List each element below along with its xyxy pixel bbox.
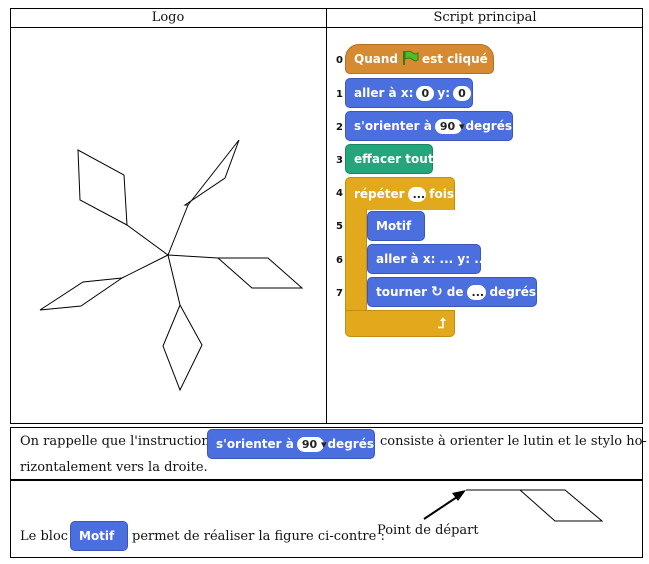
line-number-1: 1 xyxy=(336,89,343,100)
reminder-orient-block: s'orienter à 90 ▾ degrés xyxy=(207,429,375,459)
turn-label: tourner xyxy=(376,285,427,299)
start-arrow xyxy=(424,490,466,519)
rhombus-5 xyxy=(40,278,122,310)
green-flag-icon xyxy=(401,50,419,69)
ray-2 xyxy=(168,205,188,255)
line-number-3: 3 xyxy=(336,155,343,166)
motif-example-label: Motif xyxy=(79,529,114,543)
repeat-label: répéter xyxy=(354,187,405,201)
when-flag-clicked-block[interactable]: Quand est cliqué xyxy=(345,44,494,74)
ray-3 xyxy=(168,255,218,258)
orient-value: 90 xyxy=(440,120,455,133)
motif-label: Motif xyxy=(376,219,411,233)
reminder-block-value-pill: 90 ▾ xyxy=(297,437,325,452)
dropdown-arrow-icon: ▾ xyxy=(317,438,326,451)
point-in-direction-block[interactable]: s'orienter à 90 ▾ degrés xyxy=(345,111,513,141)
hat-label-before: Quand xyxy=(354,52,398,66)
goto-y-input[interactable]: 0 xyxy=(453,86,471,101)
orient-unit: degrés xyxy=(465,119,512,133)
reminder-block-value: 90 xyxy=(302,438,317,451)
orient-value-dropdown[interactable]: 90 ▾ xyxy=(435,119,463,134)
motif-example-block: Motif xyxy=(70,521,128,551)
start-point-label: Point de départ xyxy=(377,523,479,538)
motif-custom-block[interactable]: Motif xyxy=(367,211,425,241)
repeat-block[interactable]: répéter ... fois xyxy=(345,177,455,210)
turn-mid: de xyxy=(447,285,464,299)
ray-4 xyxy=(168,255,180,305)
line-number-4: 4 xyxy=(336,188,343,199)
reminder-line2: rizontalement vers la droite. xyxy=(20,460,208,475)
logo-star-lines xyxy=(40,140,302,390)
line-number-2: 2 xyxy=(336,122,343,133)
rhombus-1 xyxy=(78,150,127,225)
rotate-clockwise-icon: ↻ xyxy=(431,284,443,300)
clear-label: effacer tout xyxy=(354,152,434,166)
goto2-label: aller à x: ... y: ... xyxy=(376,252,488,266)
goto-x-input[interactable]: 0 xyxy=(416,86,434,101)
reminder-block-label: s'orienter à xyxy=(216,437,294,451)
rhombus-4 xyxy=(163,305,202,390)
repeat-arm xyxy=(345,209,367,311)
turn-right-block[interactable]: tourner ↻ de ... degrés xyxy=(367,277,537,307)
line-number-5: 5 xyxy=(336,221,343,232)
goto-y-label: y: xyxy=(437,86,450,100)
ray-5 xyxy=(122,255,168,278)
loop-arrow-icon: ⮥ xyxy=(438,316,446,332)
motif-suffix: permet de réaliser la figure ci-contre : xyxy=(132,529,385,544)
line-number-6: 6 xyxy=(336,255,343,266)
goto-label: aller à x: xyxy=(354,86,413,100)
clear-all-block[interactable]: effacer tout xyxy=(345,144,433,174)
reminder-prefix: On rappelle que l'instruction xyxy=(20,434,210,449)
orient-label: s'orienter à xyxy=(354,119,432,133)
motif-prefix: Le bloc xyxy=(20,529,68,544)
motif-figure xyxy=(466,490,602,521)
goto-xy-block[interactable]: aller à x: 0 y: 0 xyxy=(345,78,473,108)
rhombus-3 xyxy=(218,258,302,288)
line-number-0: 0 xyxy=(336,55,343,66)
repeat-footer: ⮥ xyxy=(345,310,455,337)
repeat-suffix: fois xyxy=(429,187,454,201)
reminder-block-unit: degrés xyxy=(327,437,374,451)
ray-1 xyxy=(127,225,168,255)
hat-label-after: est cliqué xyxy=(422,52,488,66)
dropdown-arrow-icon: ▾ xyxy=(455,120,464,133)
motif-rhombus xyxy=(520,490,602,521)
turn-unit: degrés xyxy=(489,285,536,299)
reminder-suffix: consiste à orienter le lutin et le stylo… xyxy=(380,434,647,449)
turn-angle-input[interactable]: ... xyxy=(467,285,487,300)
line-number-7: 7 xyxy=(336,288,343,299)
repeat-count-input[interactable]: ... xyxy=(408,187,427,202)
rhombus-2 xyxy=(185,140,239,205)
goto-xy-empty-block[interactable]: aller à x: ... y: ... xyxy=(367,244,481,274)
